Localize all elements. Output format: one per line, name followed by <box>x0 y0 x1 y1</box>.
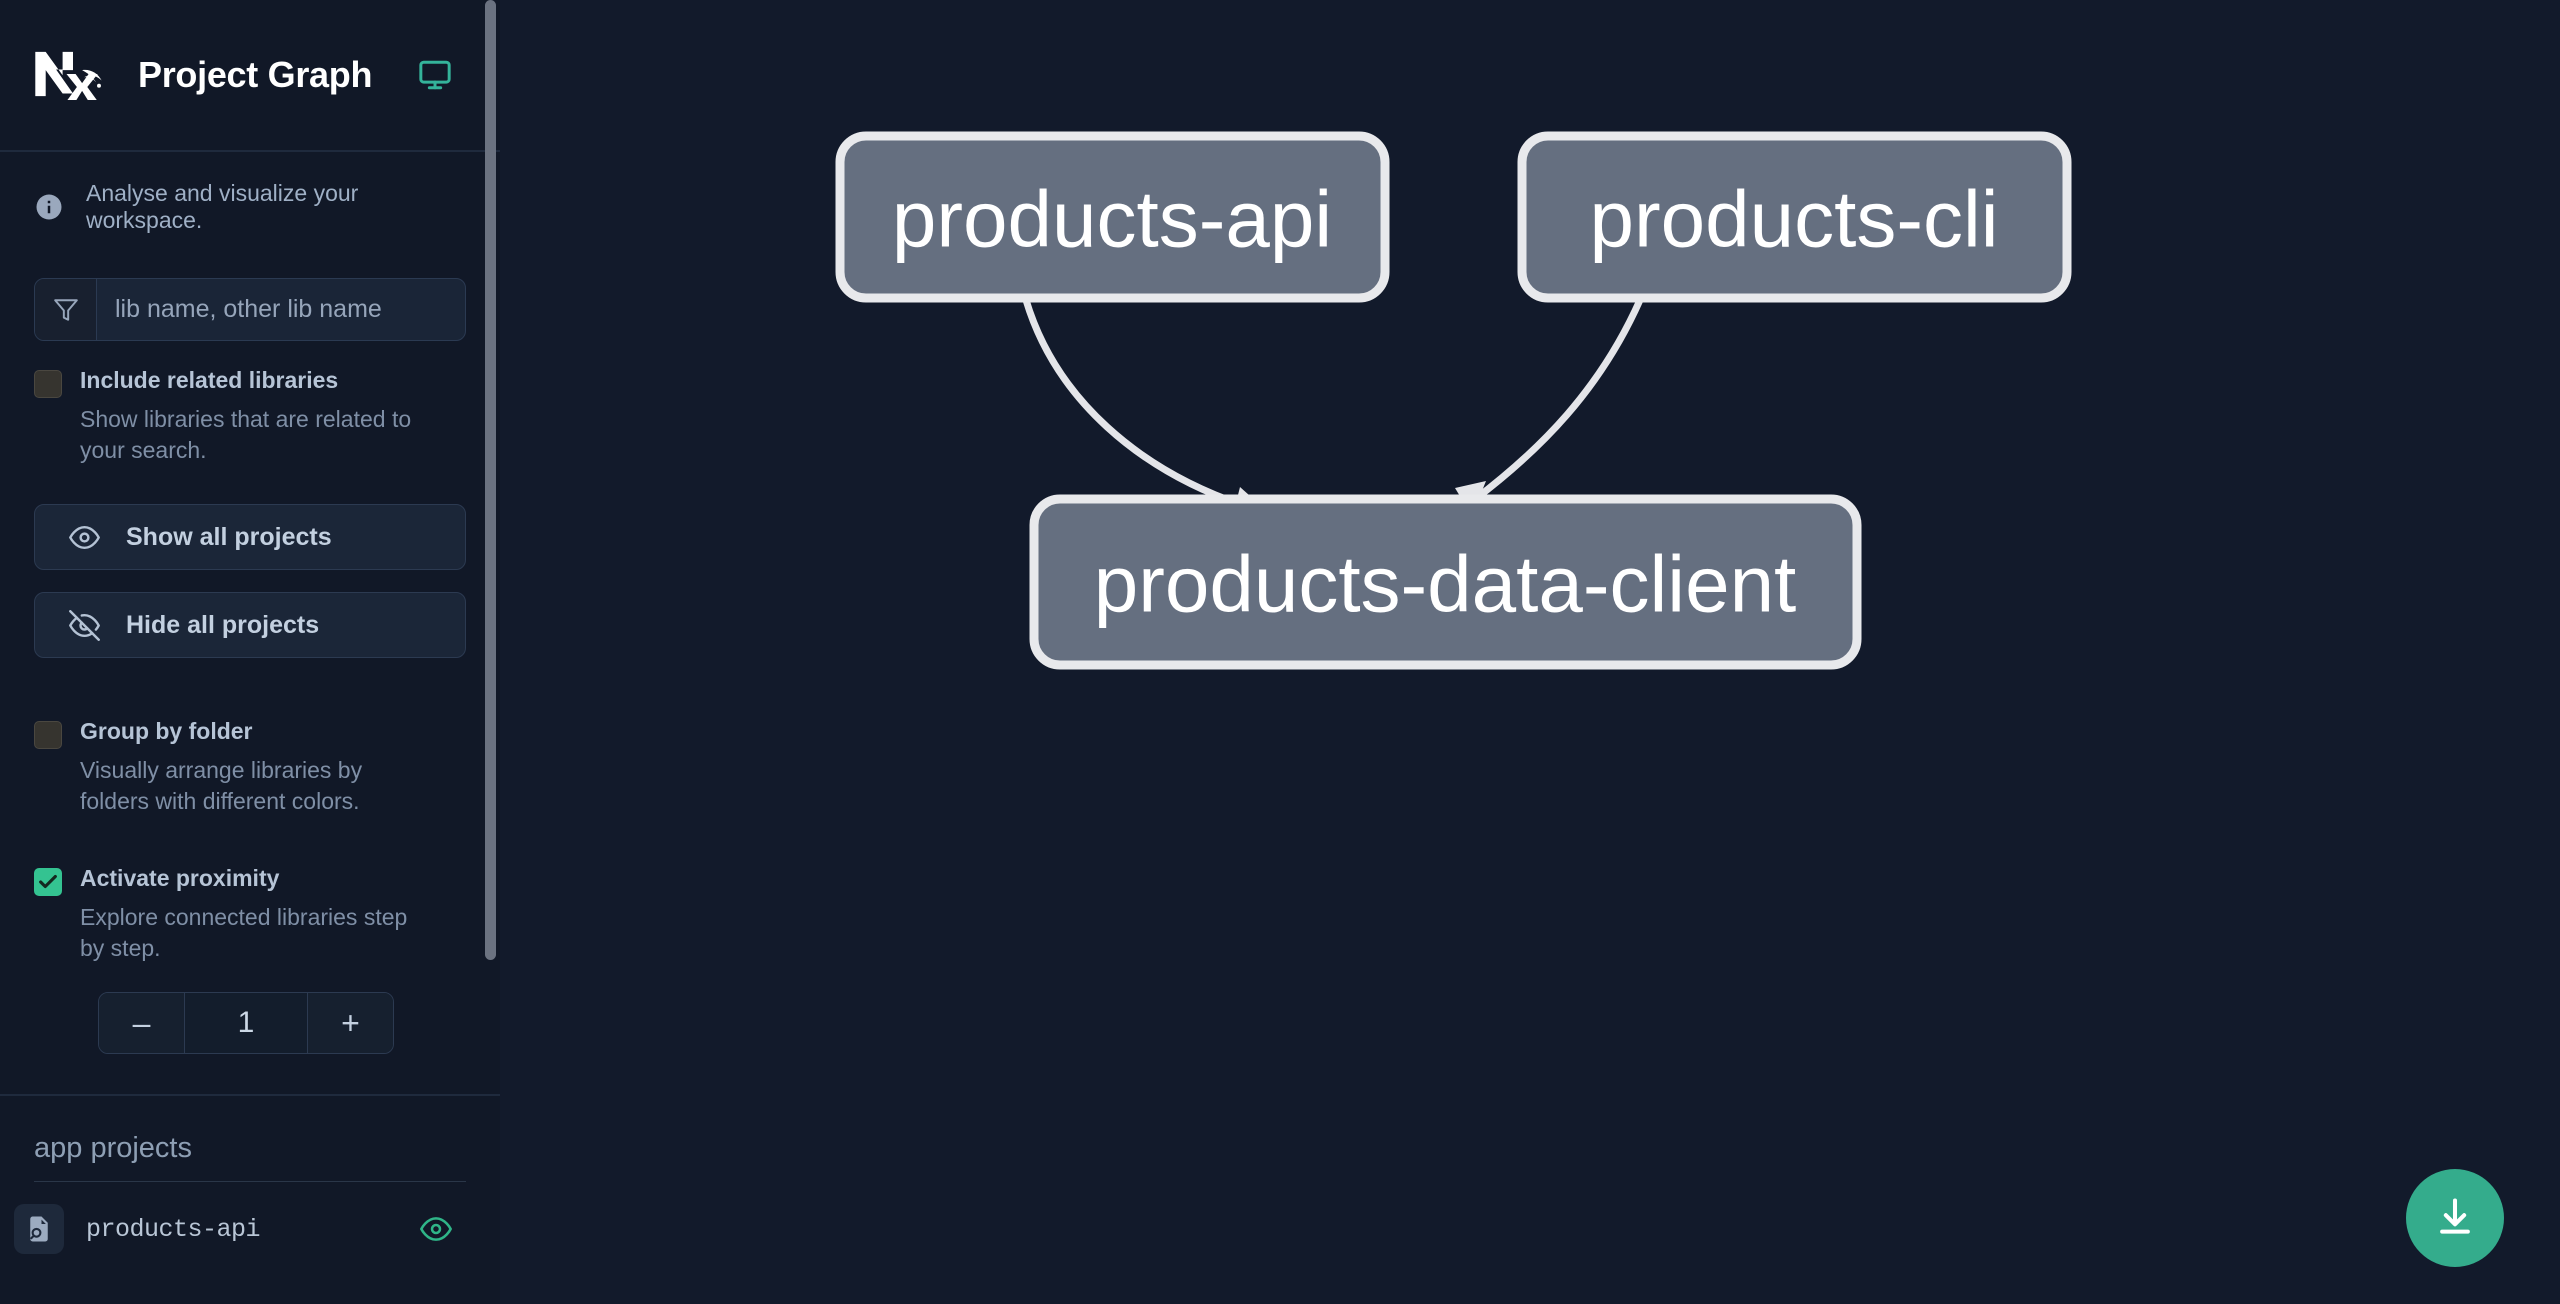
search-filter-box[interactable] <box>34 278 466 341</box>
workspace-info: Analyse and visualize your workspace. <box>0 152 500 234</box>
project-group-rule <box>34 1181 466 1183</box>
nx-logo-icon <box>34 48 112 102</box>
include-related-libraries-description: Show libraries that are related to your … <box>80 406 412 464</box>
option-include-related-libraries[interactable]: Include related libraries Show libraries… <box>0 341 500 466</box>
list-item[interactable]: products-api <box>14 1204 466 1255</box>
project-group-title: app projects <box>34 1132 192 1165</box>
show-all-projects-button[interactable]: Show all projects <box>34 504 466 571</box>
edge-products-cli-to-products-data-client[interactable] <box>1471 298 1644 503</box>
workspace-info-text: Analyse and visualize your workspace. <box>86 180 359 233</box>
node-rect-products-cli[interactable] <box>1517 131 2072 303</box>
filter-icon-cell <box>35 279 97 340</box>
activate-proximity-description: Explore connected libraries step by step… <box>80 904 408 962</box>
sidebar-header: Project Graph <box>0 0 500 152</box>
project-name: products-api <box>86 1214 261 1244</box>
node-label-products-api: products-api <box>892 175 1332 264</box>
download-icon <box>2433 1195 2477 1242</box>
graph-node-products-api[interactable]: products-api <box>835 131 1390 303</box>
hide-all-projects-label: Hide all projects <box>126 610 320 639</box>
group-by-folder-description: Visually arrange libraries by folders wi… <box>80 757 363 815</box>
hide-all-projects-button[interactable]: Hide all projects <box>34 592 466 659</box>
eye-slash-icon <box>69 609 100 641</box>
sidebar: Project Graph Analyse and visualize your… <box>0 0 500 1304</box>
activate-proximity-checkbox[interactable] <box>34 868 62 897</box>
edge-products-api-to-products-data-client[interactable] <box>1022 298 1244 509</box>
info-icon <box>34 192 64 222</box>
eye-icon <box>69 522 100 553</box>
proximity-stepper[interactable]: – 1 + <box>98 992 394 1055</box>
search-input[interactable] <box>97 279 465 340</box>
filter-icon <box>53 297 79 323</box>
node-label-products-data-client: products-data-client <box>1094 540 1797 629</box>
graph-node-products-data-client[interactable]: products-data-client <box>1029 494 1862 670</box>
show-all-projects-label: Show all projects <box>126 522 332 551</box>
monitor-icon[interactable] <box>418 58 452 92</box>
sidebar-divider <box>0 1094 500 1097</box>
group-by-folder-label: Group by folder <box>80 718 253 745</box>
page-title: Project Graph <box>138 54 373 95</box>
proximity-increment-button[interactable]: + <box>307 993 393 1054</box>
option-activate-proximity[interactable]: Activate proximity Explore connected lib… <box>0 839 500 964</box>
option-group-by-folder[interactable]: Group by folder Visually arrange librari… <box>0 692 500 817</box>
sidebar-scroll-area[interactable]: Project Graph Analyse and visualize your… <box>0 0 500 1304</box>
project-graph-svg[interactable]: products-api products-cli products-data-… <box>500 0 2560 1304</box>
graph-edges <box>1022 298 1644 516</box>
include-related-libraries-checkbox[interactable] <box>34 370 62 398</box>
document-search-icon[interactable] <box>14 1204 64 1255</box>
node-label-products-cli: products-cli <box>1589 175 1998 264</box>
sidebar-scrollbar-thumb[interactable] <box>485 0 496 960</box>
node-rect-products-api[interactable] <box>835 131 1390 303</box>
project-visibility-eye-icon[interactable] <box>420 1213 452 1245</box>
proximity-decrement-button[interactable]: – <box>99 993 185 1054</box>
node-rect-products-data-client[interactable] <box>1029 494 1862 670</box>
download-graph-button[interactable] <box>2406 1169 2504 1267</box>
graph-canvas[interactable]: products-api products-cli products-data-… <box>500 0 2560 1304</box>
activate-proximity-label: Activate proximity <box>80 865 280 892</box>
group-by-folder-checkbox[interactable] <box>34 721 62 750</box>
include-related-libraries-label: Include related libraries <box>80 367 339 393</box>
proximity-value: 1 <box>185 993 307 1054</box>
sidebar-scrollbar[interactable] <box>485 0 496 1304</box>
graph-node-products-cli[interactable]: products-cli <box>1517 131 2072 303</box>
